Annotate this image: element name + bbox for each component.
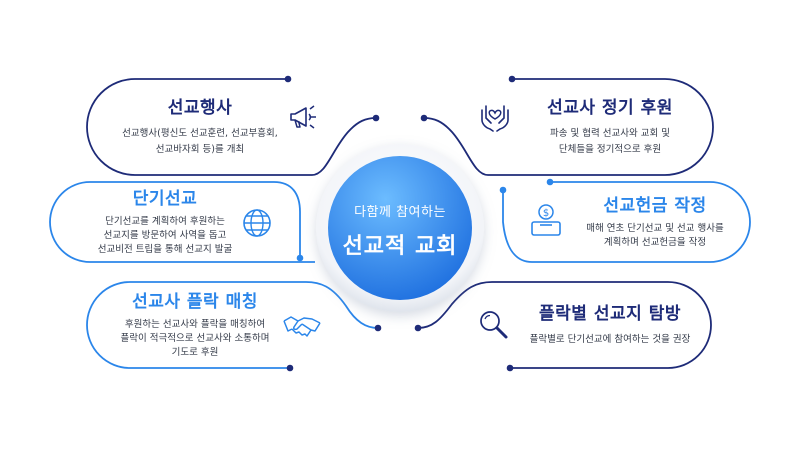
connector-dot: [508, 75, 516, 83]
connector-dot: [506, 364, 514, 372]
card-title: 선교행사: [167, 98, 233, 119]
card-outline-bottom-right: [417, 281, 712, 369]
card-outline-middle-right: [502, 181, 751, 263]
card-title: 플락별 선교지 탐방: [539, 304, 681, 325]
center-subtitle: 다함께 참여하는: [354, 204, 446, 220]
card-title: 단기선교: [132, 189, 198, 210]
card-flock-mission-visit: 플락별 선교지 탐방 플락별로 단기선교에 참여하는 것을 권장: [505, 290, 715, 362]
card-outline-top-right: [423, 78, 714, 176]
card-missionary-flock-matching: 선교사 플락 매칭 후원하는 선교사와 플락을 매칭하여 플락이 적극적으로 선…: [95, 290, 295, 362]
center-core: [328, 156, 472, 300]
hands-heart-icon: [481, 105, 509, 132]
card-description: 단기선교를 계획하여 후원하는 선교지를 방문하여 사역을 돕고 선교비전 트립…: [97, 215, 233, 255]
card-title: 선교사 플락 매칭: [132, 292, 258, 313]
connector-dot: [372, 114, 380, 122]
card-mission-event: 선교행사 선교행사(평신도 선교훈련, 선교부흥회, 선교바자회 등)를 개최: [100, 88, 300, 168]
connector-dot: [296, 254, 304, 262]
magnifier-icon: [480, 311, 508, 339]
card-title: 선교사 정기 후원: [547, 98, 673, 119]
svg-text:$: $: [543, 208, 549, 219]
card-description: 매해 연초 단기선교 및 선교 행사를 계획하며 선교헌금을 작정: [586, 222, 724, 248]
card-short-term-mission: 단기선교 단기선교를 계획하여 후원하는 선교지를 방문하여 사역을 돕고 선교…: [70, 188, 260, 258]
card-title: 선교헌금 작정: [603, 196, 707, 217]
connector-dot: [499, 186, 507, 194]
megaphone-icon: [290, 105, 316, 129]
card-outline-bottom-left: [86, 281, 379, 369]
card-description: 선교행사(평신도 선교훈련, 선교부흥회, 선교바자회 등)를 개최: [122, 127, 278, 155]
connector-dot: [284, 75, 292, 83]
connector-dot: [420, 114, 428, 122]
connector-dot: [546, 178, 554, 186]
connector-dot: [286, 364, 294, 372]
card-description: 플락별로 단기선교에 참여하는 것을 권장: [529, 333, 691, 345]
connector-dot: [414, 324, 422, 332]
card-description: 파송 및 협력 선교사와 교회 및 단체들을 정기적으로 후원: [550, 127, 670, 155]
card-outline-middle-left: [49, 181, 315, 263]
handshake-icon: [283, 316, 321, 337]
donation-box-icon: $: [531, 204, 561, 236]
center-label: 다함께 참여하는 선교적 교회: [320, 175, 480, 285]
connector-dot: [374, 324, 382, 332]
globe-icon: [243, 209, 271, 237]
card-outline-top-left: [86, 78, 377, 176]
card-mission-offering: 선교헌금 작정 매해 연초 단기선교 및 선교 행사를 계획하며 선교헌금을 작…: [555, 188, 755, 258]
center-title: 선교적 교회: [342, 233, 458, 259]
card-description: 후원하는 선교사와 플락을 매칭하여 플락이 적극적으로 선교사와 소통하며 기…: [120, 318, 270, 358]
card-missionary-support: 선교사 정기 후원 파송 및 협력 선교사와 교회 및 단체들을 정기적으로 후…: [505, 88, 715, 168]
